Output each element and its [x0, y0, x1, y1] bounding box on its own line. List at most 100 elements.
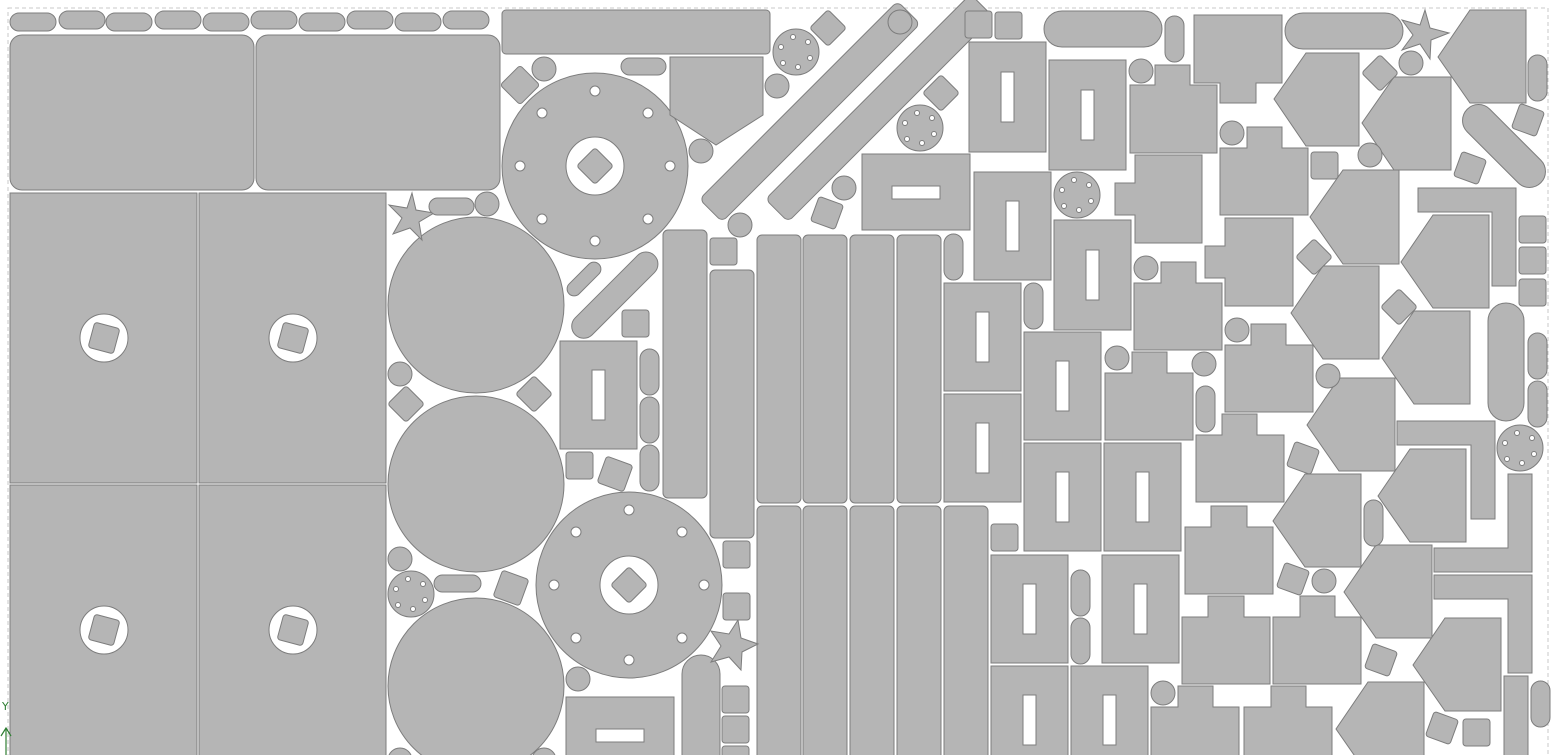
diagonal-bar[interactable]	[699, 1, 920, 222]
pill-part[interactable]	[639, 396, 660, 444]
vertical-strip[interactable]	[662, 229, 708, 499]
flange-disk[interactable]	[535, 491, 723, 679]
t-shape-part[interactable]	[1243, 685, 1333, 755]
diamond-part[interactable]	[1364, 643, 1398, 677]
small-disk[interactable]	[727, 212, 753, 238]
pill-part[interactable]	[346, 10, 394, 30]
slotted-rectangle[interactable]	[861, 153, 971, 231]
vertical-strip[interactable]	[896, 234, 942, 504]
star-part[interactable]	[387, 191, 436, 242]
t-shape-part[interactable]	[1195, 413, 1285, 503]
diamond-part[interactable]	[597, 456, 633, 492]
pentagon-part[interactable]	[1309, 169, 1400, 265]
vertical-strip[interactable]	[802, 234, 848, 504]
diagonal-bar[interactable]	[765, 0, 993, 222]
pill-part[interactable]	[1023, 282, 1044, 330]
small-disk[interactable]	[1104, 345, 1130, 371]
large-disk[interactable]	[387, 597, 565, 755]
square-part[interactable]	[722, 592, 751, 621]
bolt-circle-disk[interactable]	[1496, 424, 1544, 472]
vertical-strip[interactable]	[849, 505, 895, 755]
small-disk[interactable]	[1398, 50, 1424, 76]
square-part[interactable]	[721, 685, 750, 714]
flange-disk[interactable]	[501, 72, 689, 260]
square-part[interactable]	[1518, 246, 1547, 275]
slotted-rectangle[interactable]	[1048, 59, 1127, 171]
small-disk[interactable]	[1357, 142, 1383, 168]
pill-part[interactable]	[105, 12, 153, 32]
rounded-plate[interactable]	[255, 34, 501, 191]
l-bracket-part[interactable]	[1433, 574, 1533, 674]
small-disk[interactable]	[1133, 255, 1159, 281]
t-shape-part[interactable]	[1104, 351, 1194, 441]
bolt-circle-disk[interactable]	[896, 104, 944, 152]
small-disk[interactable]	[387, 546, 413, 572]
vertical-strip[interactable]	[849, 234, 895, 504]
diamond-part[interactable]	[1286, 441, 1320, 475]
diagonal-pill[interactable]	[564, 259, 604, 299]
vertical-strip[interactable]	[943, 505, 989, 755]
square-part[interactable]	[990, 523, 1019, 552]
large-disk[interactable]	[387, 395, 565, 573]
pill-part[interactable]	[1164, 15, 1185, 63]
square-part[interactable]	[1462, 718, 1491, 747]
small-disk[interactable]	[565, 666, 591, 692]
pill-part[interactable]	[1363, 499, 1384, 547]
t-shape-part[interactable]	[1184, 505, 1274, 595]
pill-part[interactable]	[1527, 332, 1548, 380]
square-part[interactable]	[621, 309, 650, 338]
l-bracket-part[interactable]	[1396, 420, 1496, 520]
t-shape-part[interactable]	[1133, 261, 1223, 351]
small-disk[interactable]	[532, 747, 556, 755]
pentagon-part[interactable]	[1306, 377, 1396, 472]
pill-part[interactable]	[639, 348, 660, 396]
diamond-part[interactable]	[1381, 289, 1418, 326]
square-part[interactable]	[1310, 151, 1339, 180]
t-shape-part[interactable]	[1129, 64, 1218, 154]
diamond-part[interactable]	[1296, 239, 1333, 276]
square-part[interactable]	[709, 237, 738, 266]
pentagon-part[interactable]	[669, 56, 764, 146]
pill-part[interactable]	[58, 10, 106, 30]
small-disk[interactable]	[887, 9, 913, 35]
diamond-part[interactable]	[1453, 151, 1487, 185]
vertical-strip[interactable]	[681, 654, 721, 755]
long-bar-part[interactable]	[501, 9, 771, 55]
small-disk[interactable]	[387, 361, 413, 387]
vertical-strip[interactable]	[896, 505, 942, 755]
pill-part[interactable]	[1527, 380, 1548, 428]
diamond-insert[interactable]	[88, 614, 120, 646]
diamond-part[interactable]	[493, 570, 529, 606]
pill-part[interactable]	[1070, 569, 1091, 617]
small-disk[interactable]	[1128, 58, 1154, 84]
l-bracket-part[interactable]	[1417, 187, 1517, 287]
diagonal-pill[interactable]	[567, 247, 663, 343]
star-part[interactable]	[709, 618, 760, 672]
square-part[interactable]	[721, 715, 750, 744]
vertical-strip[interactable]	[756, 234, 802, 504]
pentagon-part[interactable]	[1361, 76, 1452, 171]
pentagon-part[interactable]	[1272, 473, 1362, 568]
square-part[interactable]	[964, 10, 993, 39]
l-bracket-part[interactable]	[1433, 473, 1533, 573]
small-disk[interactable]	[1315, 363, 1341, 389]
square-part[interactable]	[721, 745, 750, 755]
pentagon-part[interactable]	[1290, 265, 1380, 360]
small-disk[interactable]	[474, 191, 500, 217]
star-part[interactable]	[1400, 8, 1451, 61]
pentagon-part[interactable]	[1400, 214, 1490, 309]
vertical-strip[interactable]	[802, 505, 848, 755]
diamond-part[interactable]	[388, 386, 425, 423]
diamond-part[interactable]	[1425, 711, 1459, 745]
diamond-insert[interactable]	[88, 322, 120, 354]
t-shape-part[interactable]	[1219, 126, 1309, 216]
pill-part[interactable]	[298, 12, 346, 32]
small-disk[interactable]	[1311, 568, 1337, 594]
diamond-part[interactable]	[516, 376, 553, 413]
slotted-rectangle[interactable]	[565, 696, 675, 755]
large-disk[interactable]	[387, 216, 565, 394]
vertical-strip[interactable]	[709, 269, 755, 539]
diamond-part[interactable]	[810, 196, 844, 230]
small-disk[interactable]	[1224, 317, 1250, 343]
